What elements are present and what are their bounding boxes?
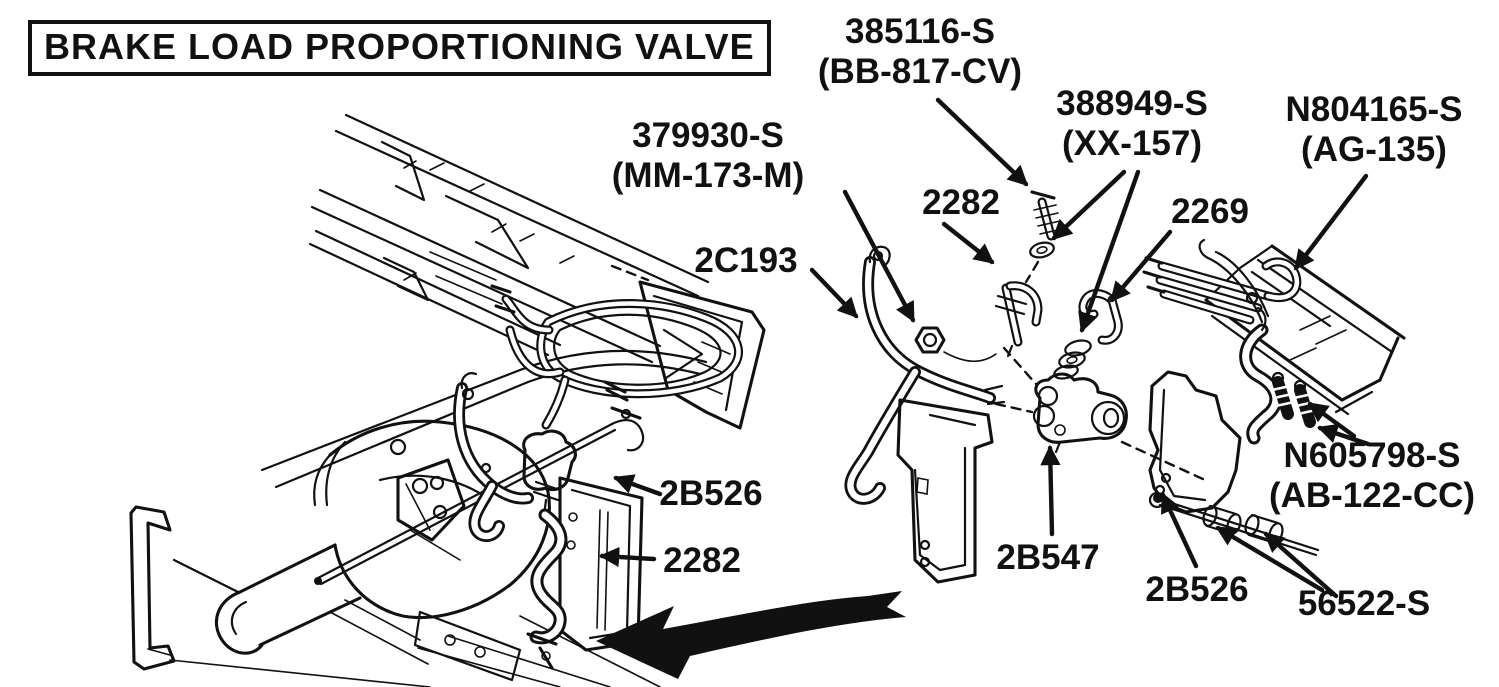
part-label-379930: 379930-S (MM-173-M) — [611, 116, 805, 195]
leader-2C193 — [809, 267, 859, 319]
spring-studs — [1271, 371, 1317, 428]
leader-2B526-right — [1160, 492, 1199, 569]
leader-2B526-left — [613, 474, 663, 497]
right-brake-lines — [1142, 238, 1302, 445]
exploded-valve-body — [1032, 372, 1128, 454]
leader-2269 — [1109, 229, 1173, 303]
valve-control-rod — [314, 406, 645, 586]
part-label-385116: 385116-S (BB-817-CV) — [817, 12, 1023, 91]
leader-379930 — [842, 189, 916, 323]
leader-385116 — [935, 97, 1029, 187]
part-label-2282-lower: 2282 — [663, 541, 741, 580]
rod-and-bushings — [1153, 493, 1320, 557]
leader-N605798-a — [1307, 401, 1357, 439]
leader-N605798-b — [1317, 423, 1371, 447]
leader-2282-lower — [598, 546, 657, 568]
leader-388949-a — [1051, 169, 1127, 241]
brake-tube-loop — [429, 251, 743, 430]
leader-388949-b — [1078, 169, 1141, 333]
part-label-2269: 2269 — [1171, 192, 1249, 231]
part-label-2B547: 2B547 — [996, 538, 1100, 577]
exploded-fork-and-bracket — [844, 245, 1006, 584]
leader-2B547 — [1040, 444, 1061, 537]
direction-arrow-left — [596, 591, 906, 679]
part-label-56522: 56522-S — [1297, 584, 1431, 623]
leader-arrows — [598, 97, 1371, 599]
rear-axle-housing — [129, 419, 661, 687]
part-label-2282-upper: 2282 — [922, 183, 1000, 222]
part-label-N804165: N804165-S (AG-135) — [1285, 90, 1463, 169]
right-valve-bracket — [1148, 370, 1242, 514]
part-label-2C193: 2C193 — [694, 241, 798, 280]
leader-N804165 — [1293, 173, 1369, 271]
leader-56522-b — [1263, 531, 1339, 599]
part-label-2B526-left: 2B526 — [659, 474, 763, 513]
part-label-N605798: N605798-S (AB-122-CC) — [1268, 436, 1476, 515]
leader-2282-upper — [941, 221, 995, 265]
part-label-388949: 388949-S (XX-157) — [1056, 84, 1208, 163]
part-label-2B526-right: 2B526 — [1145, 570, 1249, 609]
diagram-title: BRAKE LOAD PROPORTIONING VALVE — [28, 20, 771, 76]
leader-56522-a — [1215, 525, 1325, 593]
